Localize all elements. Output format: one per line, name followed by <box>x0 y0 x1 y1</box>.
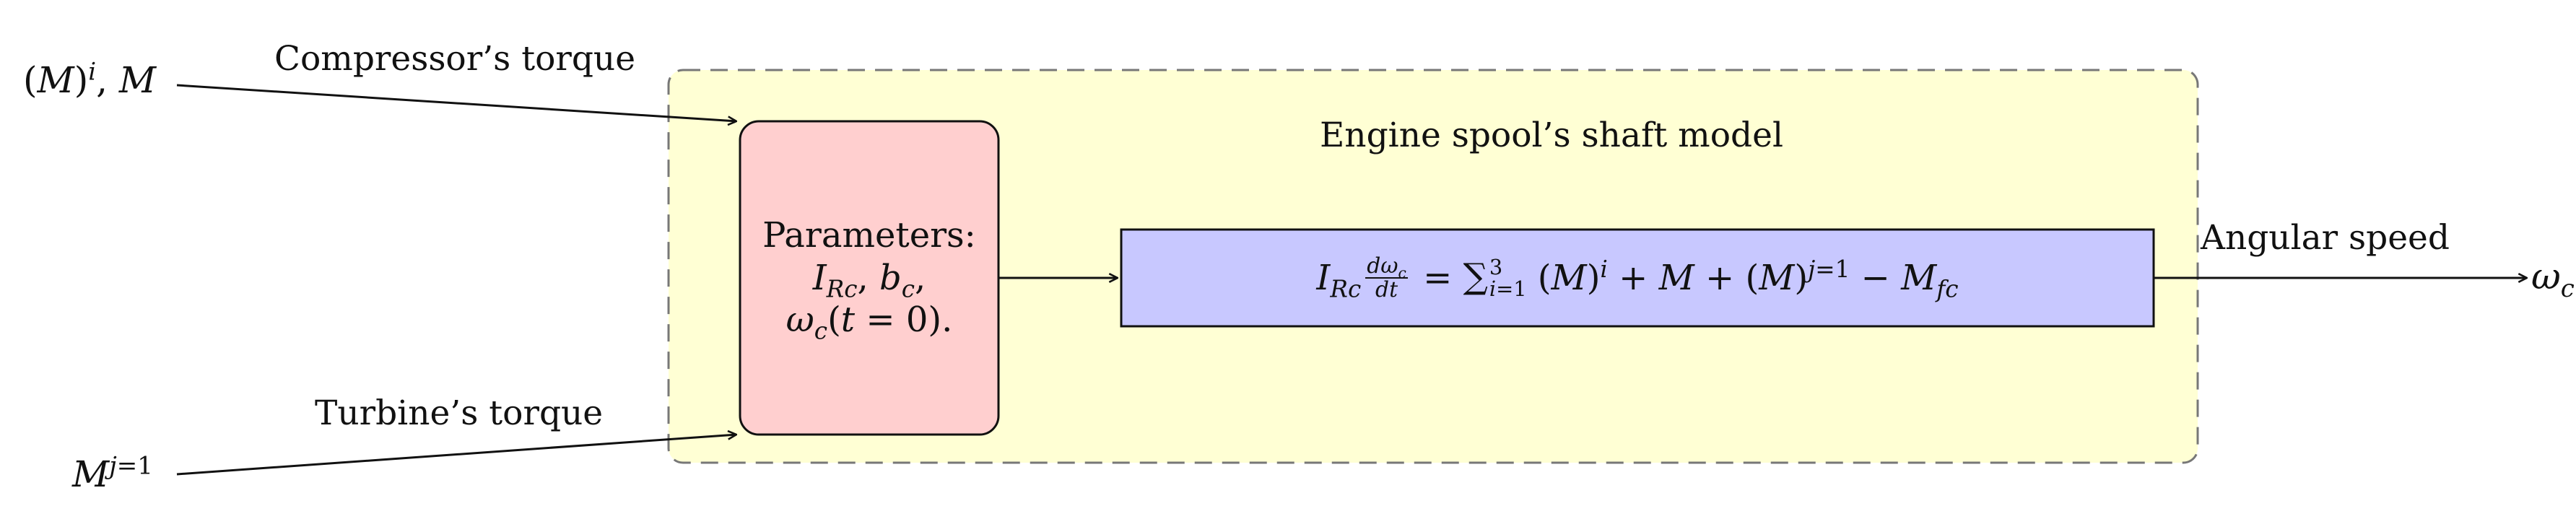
angular-speed-label: Angular speed <box>2201 218 2450 258</box>
parameters-title: Parameters: <box>762 215 976 256</box>
compressor-torque-label: Compressor’s torque <box>274 39 636 79</box>
turbine-torque-arrow <box>176 435 736 476</box>
parameters-block-content: Parameters: IRc, bc, ωc(t = 0). <box>740 121 998 435</box>
parameters-line-2: ωc(t = 0). <box>786 300 953 345</box>
turbine-torque-label: Turbine’s torque <box>315 393 604 433</box>
equation-block <box>1120 228 2155 328</box>
parameters-line-1: IRc, bc, <box>812 257 926 303</box>
turbine-torque-source: Mj=1 <box>72 451 153 495</box>
compressor-torque-source: (M)i, M <box>23 57 157 101</box>
container-title: Engine spool’s shaft model <box>1320 115 1783 155</box>
angular-speed-target: ωc <box>2531 256 2575 303</box>
compressor-torque-arrow <box>176 84 736 121</box>
